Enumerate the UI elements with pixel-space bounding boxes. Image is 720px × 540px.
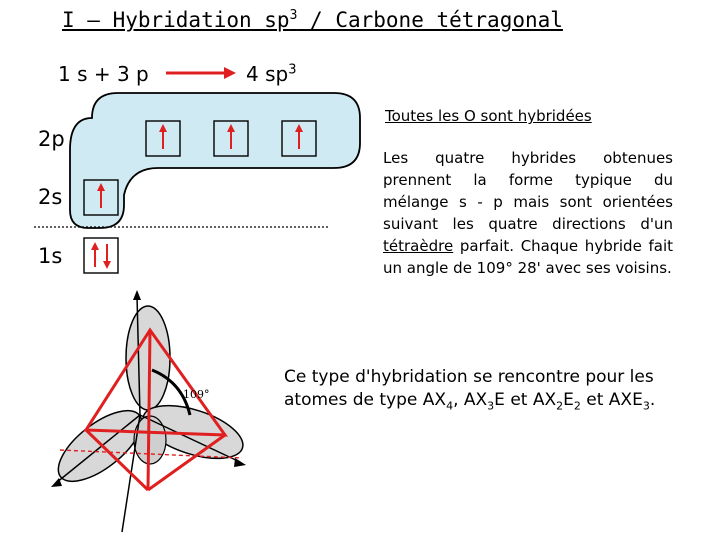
title-sup: 3 [289,8,298,23]
note-title: Toutes les O sont hybridées [385,107,592,125]
level-label-2s: 2s [38,185,63,209]
orbital-box-2s [83,179,119,216]
hybrid-region [69,92,361,229]
paragraph-after: parfait. Chaque hybride fait un angle de… [383,237,673,277]
equation-right-main: 4 sp [246,62,289,86]
conclusion-t1: Ce type d'hybridation se rencontre pour … [284,367,654,410]
conclusion-t4: E [563,390,574,410]
conclusion-s2: 3 [487,399,495,413]
angle-label: 109° [183,388,210,401]
sp3-tetrahedron-figure [51,290,246,533]
conclusion-t3: E et AX [494,390,557,410]
title-tail: / Carbone tétragonal [297,8,563,32]
orbital-box-1s [83,237,119,274]
conclusion-t2: , AX [453,390,488,410]
equation-right-sup: 3 [288,62,297,78]
conclusion-s3: 2 [556,399,564,413]
equation-left: 1 s + 3 p [58,62,149,86]
explanation-paragraph: Les quatre hybrides obtenues prennent la… [383,147,673,279]
conclusion-s5: 3 [642,399,650,413]
orbital-box-2p-1 [145,120,181,157]
level-label-2p: 2p [38,127,65,151]
orbital-box-2p-2 [213,120,249,157]
tetraedre-link[interactable]: tétraèdre [383,237,454,255]
title-main: I – Hybridation sp [62,8,290,32]
equation-right: 4 sp3 [246,62,296,86]
paragraph-before: Les quatre hybrides obtenues prennent la… [383,149,673,233]
conclusion-s4: 2 [573,399,581,413]
conclusion-text: Ce type d'hybridation se rencontre pour … [284,366,704,417]
conclusion-s1: 4 [446,399,454,413]
level-label-1s: 1s [38,244,63,268]
conclusion-t5: et AXE [580,390,643,410]
page-title: I – Hybridation sp3 / Carbone tétragonal [62,8,563,32]
conclusion-t6: . [649,390,656,410]
orbital-box-2p-3 [281,120,317,157]
equation-arrow [166,67,236,79]
tetrahedron-edges [83,327,228,437]
